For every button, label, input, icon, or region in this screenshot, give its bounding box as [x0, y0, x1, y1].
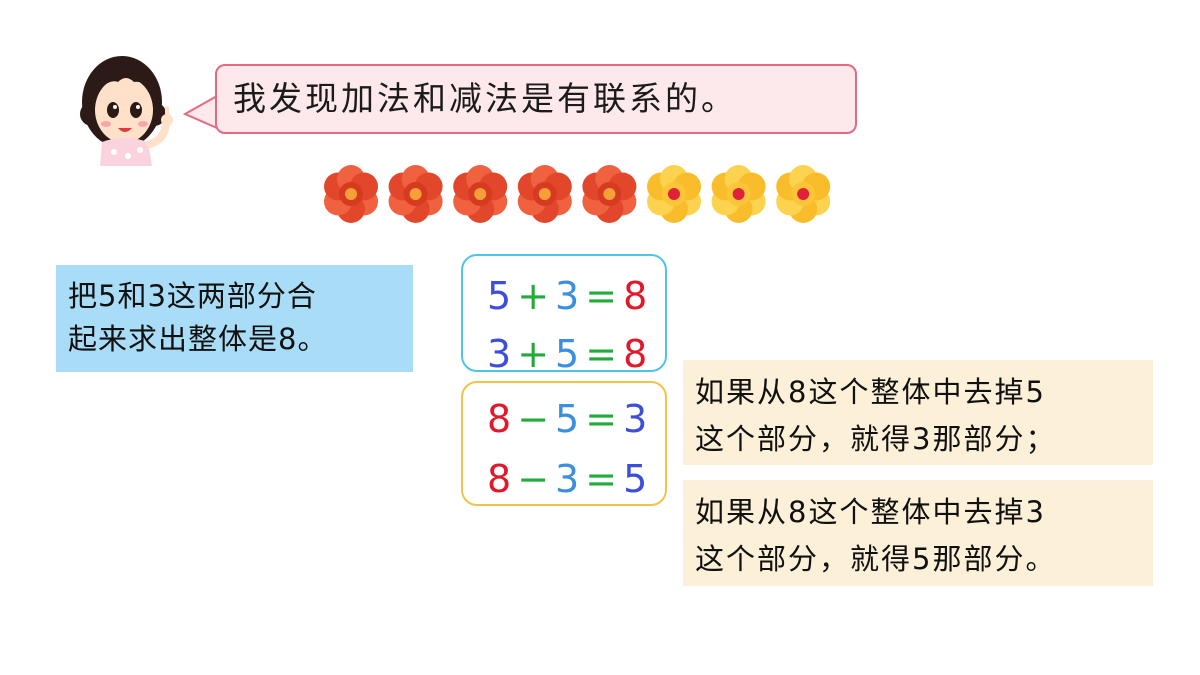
addition-equations-box: 5+3=8 3+5=8 [461, 254, 667, 376]
equation-number: 5 [555, 397, 580, 441]
yellow-flower-icon [776, 165, 831, 223]
equation-result: 5 [623, 457, 648, 501]
equation-number: 8 [487, 397, 512, 441]
speech-text: 我发现加法和减法是有联系的。 [233, 79, 737, 118]
flower-row [324, 165, 831, 223]
equation-number: 3 [555, 274, 580, 318]
girl-character-illustration [80, 56, 173, 166]
equals-sign: = [585, 397, 618, 441]
subtraction-explanation-note-1: 如果从8这个整体中去掉5 这个部分，就得3那部分； [683, 360, 1153, 465]
note-1-line-2: 这个部分，就得3那部分； [695, 422, 1057, 456]
combine-explanation-note: 把5和3这两部分合 起来求出整体是8。 [56, 265, 413, 372]
speech-bubble-tail [183, 95, 218, 129]
yellow-flower-icon [711, 165, 766, 223]
speech-bubble: 我发现加法和减法是有联系的。 [215, 64, 857, 134]
red-flower-icon [582, 165, 637, 223]
red-flower-icon [517, 165, 572, 223]
equation-number: 3 [487, 332, 512, 376]
equation-number: 5 [487, 274, 512, 318]
equation-result: 8 [623, 332, 648, 376]
addition-equation-1: 5+3=8 [487, 274, 647, 318]
subtraction-equation-2: 8−3=5 [487, 457, 647, 501]
equation-result: 3 [623, 397, 648, 441]
addition-equation-2: 3+5=8 [487, 332, 647, 376]
subtraction-explanation-note-2: 如果从8这个整体中去掉3 这个部分，就得5那部分。 [683, 480, 1153, 586]
combine-note-line-2: 起来求出整体是8。 [68, 322, 328, 356]
minus-sign: − [517, 397, 550, 441]
equation-number: 8 [487, 457, 512, 501]
note-2-line-1: 如果从8这个整体中去掉3 [695, 495, 1046, 529]
plus-sign: + [517, 332, 550, 376]
equals-sign: = [585, 332, 618, 376]
combine-note-line-1: 把5和3这两部分合 [68, 279, 317, 313]
subtraction-equations-box: 8−5=3 8−3=5 [461, 381, 667, 506]
minus-sign: − [517, 457, 550, 501]
red-flower-icon [453, 165, 508, 223]
equation-number: 5 [555, 332, 580, 376]
equation-number: 3 [555, 457, 580, 501]
plus-sign: + [517, 274, 550, 318]
note-2-line-2: 这个部分，就得5那部分。 [695, 542, 1057, 576]
red-flower-icon [388, 165, 443, 223]
equals-sign: = [585, 274, 618, 318]
note-1-line-1: 如果从8这个整体中去掉5 [695, 375, 1046, 409]
equals-sign: = [585, 457, 618, 501]
red-flower-icon [324, 165, 378, 223]
yellow-flower-icon [647, 165, 701, 223]
equation-result: 8 [623, 274, 648, 318]
subtraction-equation-1: 8−5=3 [487, 397, 647, 441]
